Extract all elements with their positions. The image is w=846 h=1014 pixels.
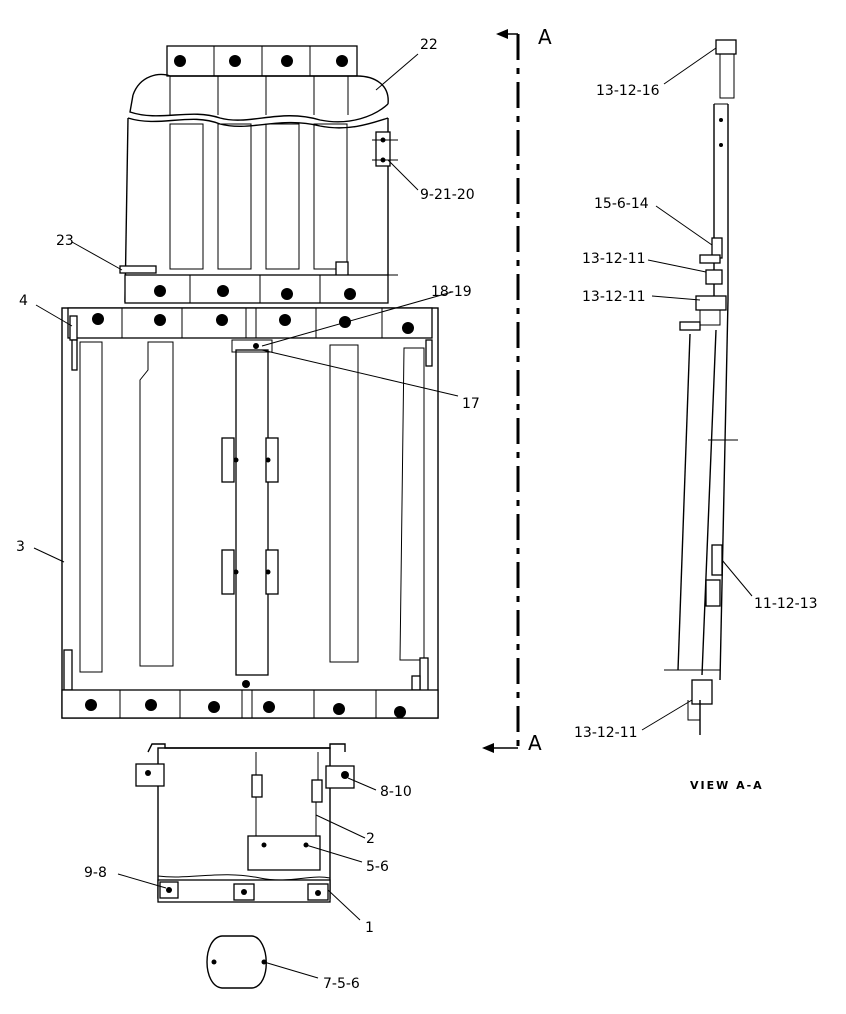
callout-2: 2 bbox=[366, 831, 375, 847]
callout-7-5-6: 7-5-6 bbox=[323, 976, 360, 992]
view-label: VIEW A-A bbox=[690, 779, 764, 792]
section-letter-bottom: A bbox=[528, 731, 542, 755]
callout-3: 3 bbox=[16, 539, 25, 555]
section-letter-top: A bbox=[538, 25, 552, 49]
callout-11-12-13: 11-12-13 bbox=[754, 596, 818, 612]
callout-1: 1 bbox=[365, 920, 374, 936]
callout-17: 17 bbox=[462, 396, 480, 412]
lower-panel-assembly bbox=[135, 743, 355, 903]
callout-13-12-11-b: 13-12-11 bbox=[582, 289, 646, 305]
leader-lines bbox=[33, 47, 753, 979]
callout-5-6: 5-6 bbox=[366, 859, 389, 875]
callout-15-6-14: 15-6-14 bbox=[594, 196, 649, 212]
section-line bbox=[482, 29, 520, 753]
callout-22: 22 bbox=[420, 37, 438, 53]
callout-9-21-20: 9-21-20 bbox=[420, 187, 475, 203]
callout-23: 23 bbox=[56, 233, 74, 249]
callout-9-8: 9-8 bbox=[84, 865, 107, 881]
callout-4: 4 bbox=[19, 293, 28, 309]
callout-8-10: 8-10 bbox=[380, 784, 412, 800]
callout-13-12-11-a: 13-12-11 bbox=[582, 251, 646, 267]
top-panel-assembly bbox=[119, 45, 398, 304]
callout-18-19: 18-19 bbox=[431, 284, 472, 300]
callout-13-12-16: 13-12-16 bbox=[596, 83, 660, 99]
cover-plate bbox=[206, 935, 267, 989]
callout-13-12-11-c: 13-12-11 bbox=[574, 725, 638, 741]
main-panel-assembly bbox=[61, 307, 439, 719]
side-view-assembly bbox=[664, 39, 738, 735]
